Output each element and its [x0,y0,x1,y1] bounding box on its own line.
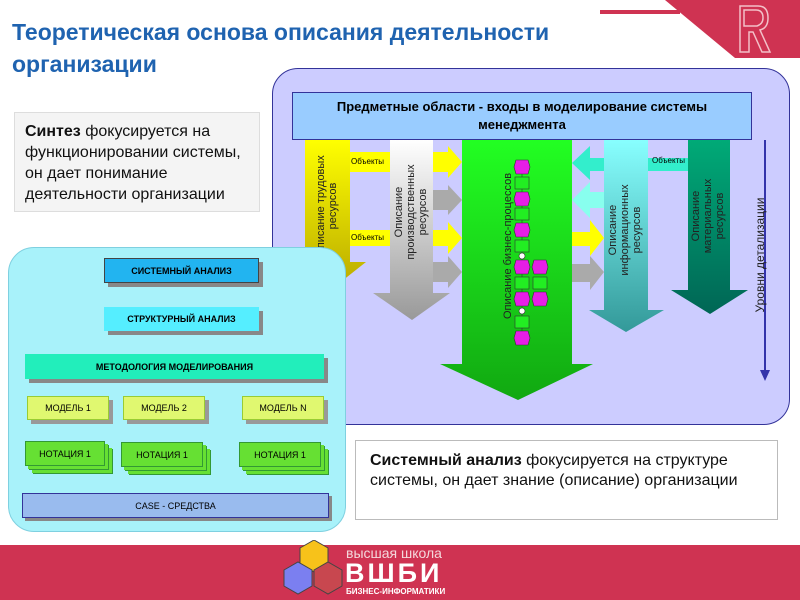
footer-logo-text: ВШБИ [345,558,443,588]
business-processes-label: Описание бизнес-процессов [502,172,514,320]
footer-banner [0,545,800,600]
system-analysis-box: СИСТЕМНЫЙ АНАЛИЗ [104,258,259,283]
system-analysis-bold: Системный анализ [370,452,522,469]
model-1-box: МОДЕЛЬ 1 [27,396,109,420]
subject-areas-header: Предметные области - входы в моделирован… [292,92,752,140]
objects-label-1: Объекты [351,157,384,166]
page-title: Теоретическая основа описания деятельнос… [12,19,550,77]
notation-3-box: НОТАЦИЯ 1 [239,442,321,467]
top-banner [600,0,800,58]
model-2-box: МОДЕЛЬ 2 [123,396,205,420]
gray-arrow-right [572,256,604,290]
model-n-box: МОДЕЛЬ N [242,396,324,420]
structural-analysis-box: СТРУКТУРНЫЙ АНАЛИЗ [104,307,259,331]
methodology-box: МЕТОДОЛОГИЯ МОДЕЛИРОВАНИЯ [25,354,324,379]
process-arrow-gray-1 [432,185,462,215]
system-analysis-note: Системный анализ фокусируется на структу… [355,440,778,520]
system-analysis-text: фокусируется на структуре системы, он да… [370,452,738,489]
case-tools-box: CASE - СРЕДСТВА [22,493,329,518]
footer-line1: высшая школа [346,545,442,561]
yellow-arrow-right [572,220,604,256]
notation-1-box: НОТАЦИЯ 1 [25,441,105,466]
objects-label-3: Объекты [652,156,685,165]
info-arrow-cyan-2 [572,182,604,218]
material-arrow [671,140,748,314]
production-resources-label: Описание производственных ресурсов [393,164,429,260]
detail-levels-label: Уровни детализации [753,197,767,313]
hse-logo [739,5,772,53]
footer-line3: БИЗНЕС-ИНФОРМАТИКИ [346,587,446,596]
process-chain-icon [513,159,549,346]
synthesis-note: Синтез фокусируется на функционировании … [14,112,260,212]
cubes-logo-icon [283,540,343,595]
synthesis-text: фокусируется на функционировании системы… [25,123,241,203]
process-arrow-gray-2 [432,256,462,288]
synthesis-bold: Синтез [25,123,81,140]
analysis-hierarchy-panel [8,247,346,532]
detail-levels-arrowhead [760,370,770,381]
info-arrow [589,140,664,332]
objects-label-2: Объекты [351,233,384,242]
notation-2-box: НОТАЦИЯ 1 [121,442,203,467]
material-resources-label: Описание материальных ресурсов [690,178,726,254]
production-arrow [373,140,450,320]
info-resources-label: Описание информационных ресурсов [607,184,643,276]
